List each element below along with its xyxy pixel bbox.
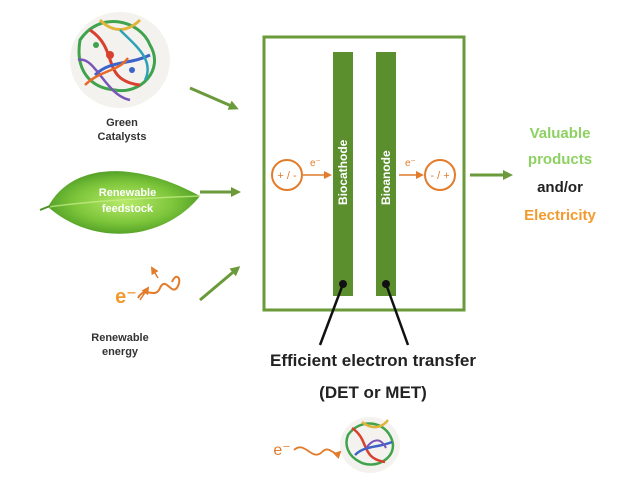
- bioanode-electrode: [376, 52, 396, 296]
- biocathode-electrode: [333, 52, 353, 296]
- protein-catalyst-icon: [70, 12, 170, 108]
- pointer-line-left: [318, 283, 345, 346]
- right-electron-label: e⁻: [405, 158, 416, 169]
- renewable-energy-label: Renewable energy: [91, 332, 149, 358]
- bioanode-label: Bioanode: [379, 150, 393, 205]
- left-electron-label: e⁻: [310, 158, 321, 169]
- energy-squiggle-icon: [137, 266, 181, 301]
- bottom-protein-icon: [340, 417, 400, 473]
- arrow-catalyst-to-cell: [189, 86, 239, 110]
- leaf-icon: [39, 171, 201, 234]
- right-terminal-circle: [424, 159, 456, 191]
- output-electricity-label: Electricity: [524, 207, 596, 224]
- left-terminal-label: + / -: [277, 170, 297, 182]
- arrow-energy-to-cell: [199, 266, 241, 302]
- electron-transfer-title: Efficient electron transfer: [270, 351, 476, 370]
- right-terminal-label: - / +: [430, 170, 449, 182]
- renewable-feedstock-label: Renewable feedstock: [98, 187, 157, 215]
- electron-transfer-subtitle: (DET or MET): [319, 383, 427, 402]
- electrochemical-cell-frame: [262, 35, 466, 312]
- biocathode-label: Biocathode: [336, 139, 350, 205]
- pointer-line-right: [384, 283, 410, 346]
- bottom-electron-squiggle: [293, 446, 342, 460]
- energy-electron-symbol: e⁻: [115, 286, 137, 308]
- output-products-label: products: [527, 151, 593, 168]
- output-valuable-label: Valuable: [529, 125, 591, 142]
- bottom-electron-symbol: e⁻: [273, 442, 291, 459]
- left-terminal-circle: [271, 159, 303, 191]
- output-andor-label: and/or: [537, 179, 583, 196]
- green-catalysts-label: Green Catalysts: [97, 117, 147, 143]
